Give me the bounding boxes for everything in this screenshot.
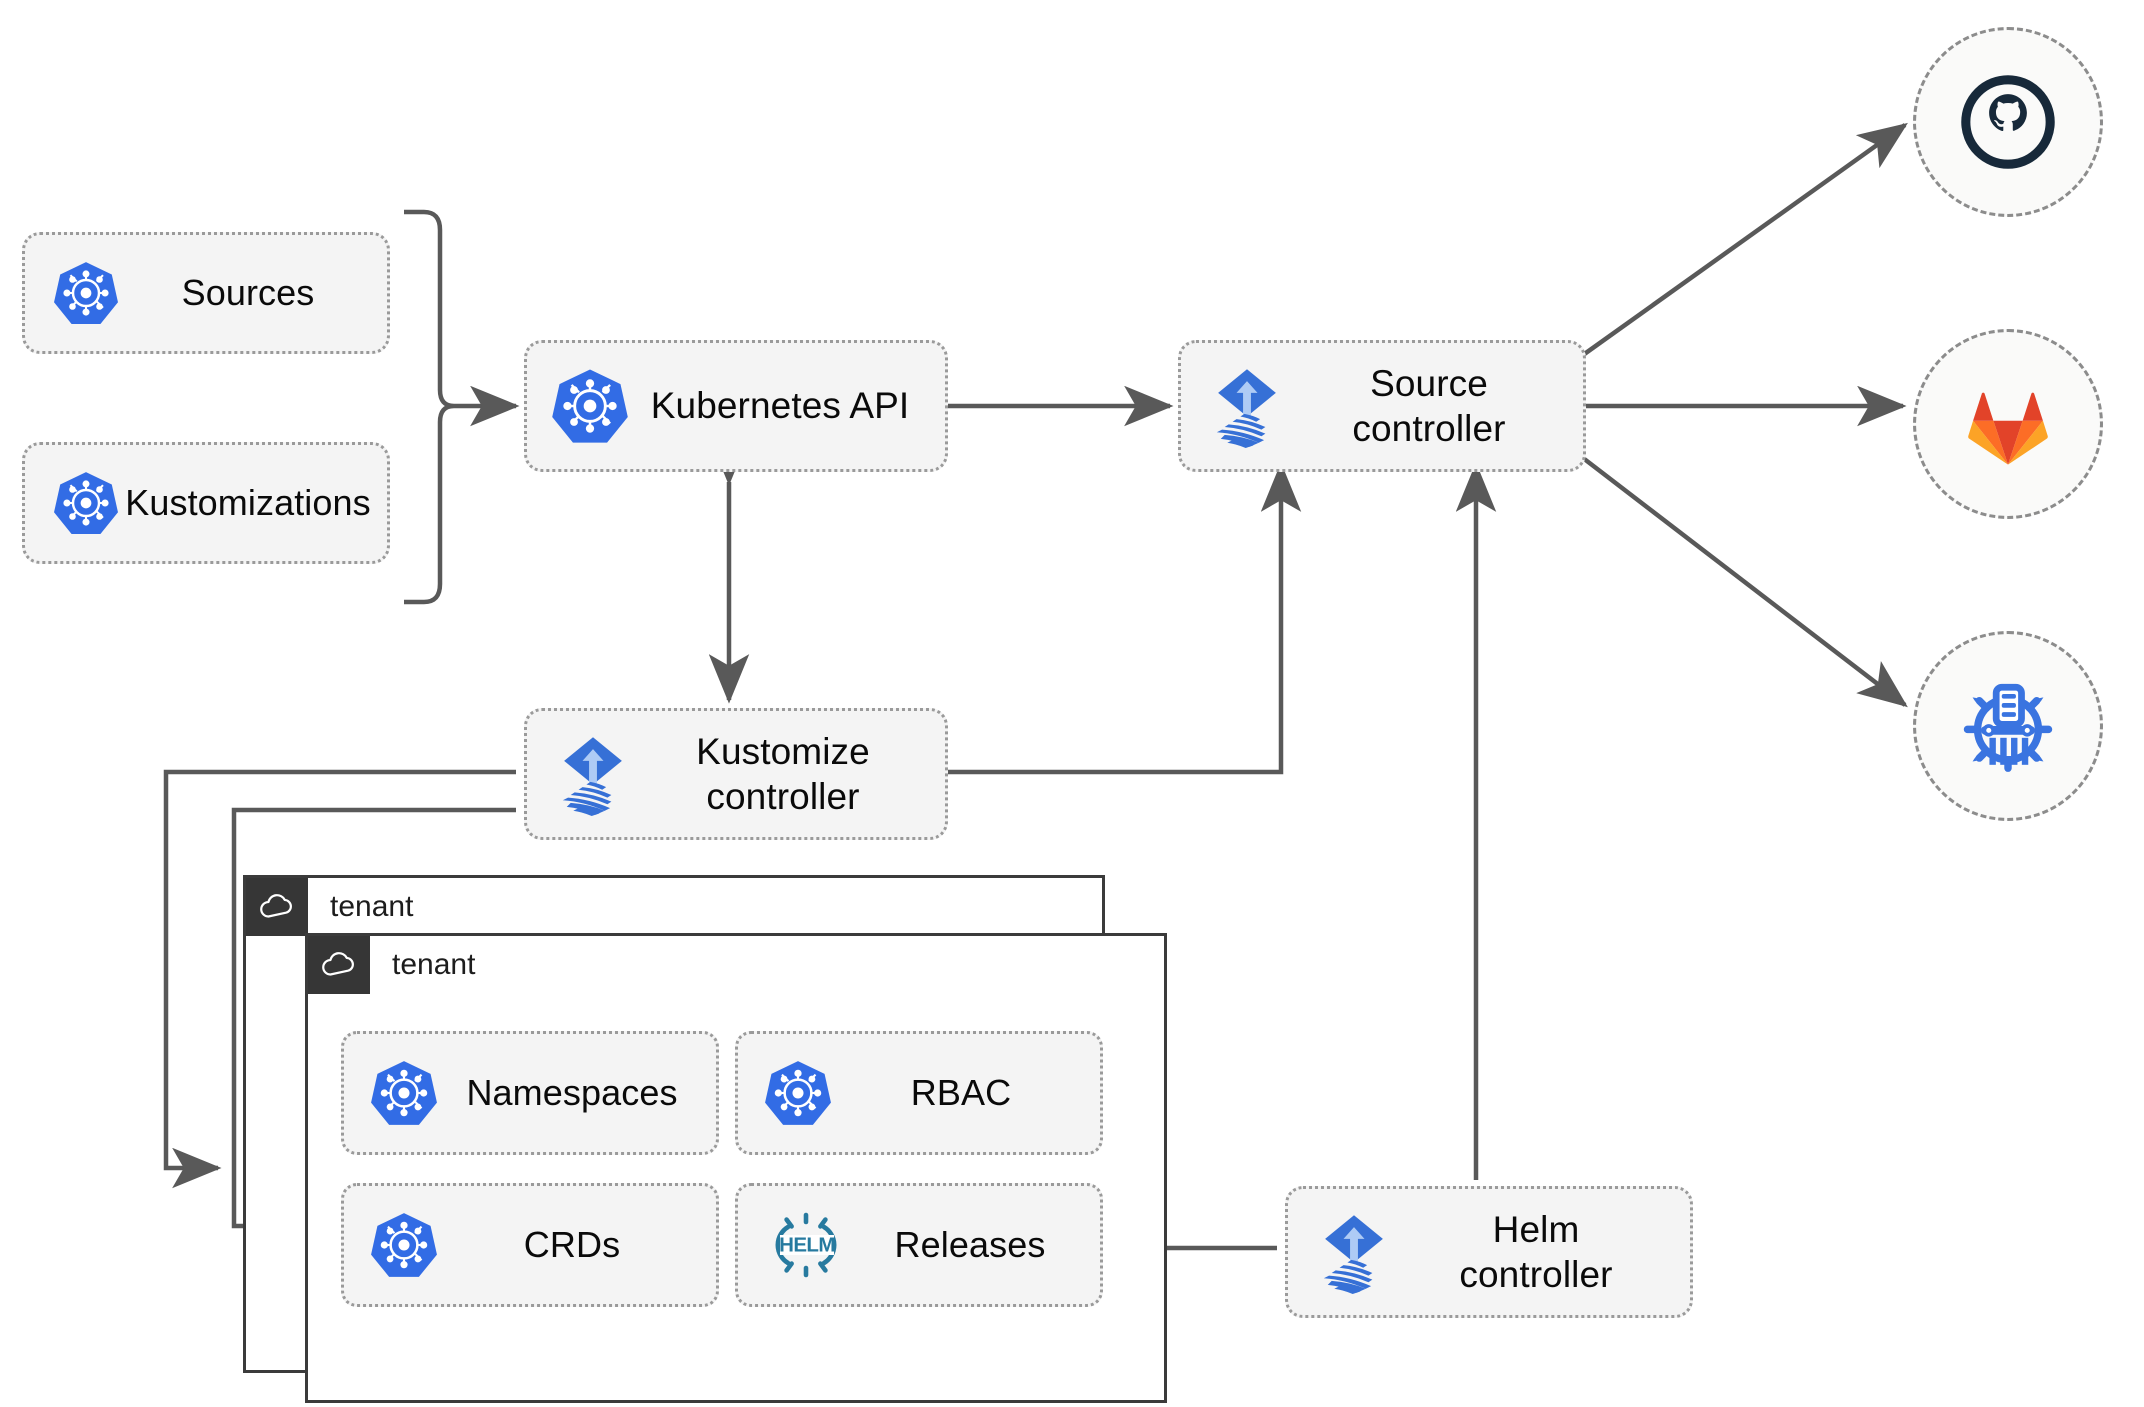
tenant-tab-outer xyxy=(246,878,308,936)
node-releases[interactable]: HELM Releases xyxy=(735,1183,1103,1307)
edge-source-registry xyxy=(1581,456,1908,708)
svg-text:HELM: HELM xyxy=(779,1233,835,1256)
node-namespaces[interactable]: Namespaces xyxy=(341,1031,719,1155)
provider-github[interactable] xyxy=(1913,27,2103,217)
gitlab-icon xyxy=(1968,392,2048,465)
tenant-label: tenant xyxy=(330,890,414,923)
node-label: Helm controller xyxy=(1459,1208,1613,1295)
kubernetes-icon xyxy=(53,470,119,536)
node-helm-controller[interactable]: Helm controller xyxy=(1285,1186,1693,1318)
flux-icon xyxy=(1312,1210,1396,1294)
node-label: Namespaces xyxy=(466,1072,678,1114)
node-label: Kubernetes API xyxy=(650,385,910,427)
node-label: Releases xyxy=(894,1224,1046,1266)
kubernetes-icon xyxy=(53,260,119,326)
edge-kustomize-source xyxy=(947,462,1302,775)
kubernetes-icon xyxy=(551,367,629,445)
node-label: Kustomize controller xyxy=(696,730,870,817)
edge-source-github xyxy=(1581,122,1908,357)
node-label: CRDs xyxy=(523,1224,621,1266)
helm-icon: HELM xyxy=(764,1211,850,1279)
provider-gitlab[interactable] xyxy=(1913,329,2103,519)
tenant-label: tenant xyxy=(392,948,476,981)
cloud-icon xyxy=(322,952,354,976)
node-label: RBAC xyxy=(910,1072,1012,1114)
cloud-icon xyxy=(260,894,292,918)
helm-registry-icon xyxy=(1963,683,2053,772)
node-label: Kustomizations xyxy=(125,482,371,524)
sources-bracket xyxy=(404,209,455,605)
tenant-panel-inner[interactable]: tenant xyxy=(305,933,1167,1403)
node-label: Source controller xyxy=(1352,362,1506,449)
node-rbac[interactable]: RBAC xyxy=(735,1031,1103,1155)
flux-icon xyxy=(1205,364,1289,448)
node-kustomizations[interactable]: Kustomizations xyxy=(22,442,390,564)
github-icon xyxy=(1961,75,2055,169)
node-label: Sources xyxy=(181,272,315,314)
node-kustomize-controller[interactable]: Kustomize controller xyxy=(524,708,948,840)
kubernetes-icon xyxy=(370,1211,438,1279)
node-sources[interactable]: Sources xyxy=(22,232,390,354)
provider-helm-registry[interactable] xyxy=(1913,631,2103,821)
kubernetes-icon xyxy=(764,1059,832,1127)
tenant-tab-inner xyxy=(308,936,370,994)
kubernetes-icon xyxy=(370,1059,438,1127)
node-kubernetes-api[interactable]: Kubernetes API xyxy=(524,340,948,472)
node-source-controller[interactable]: Source controller xyxy=(1178,340,1586,472)
node-crds[interactable]: CRDs xyxy=(341,1183,719,1307)
flux-icon xyxy=(551,732,635,816)
